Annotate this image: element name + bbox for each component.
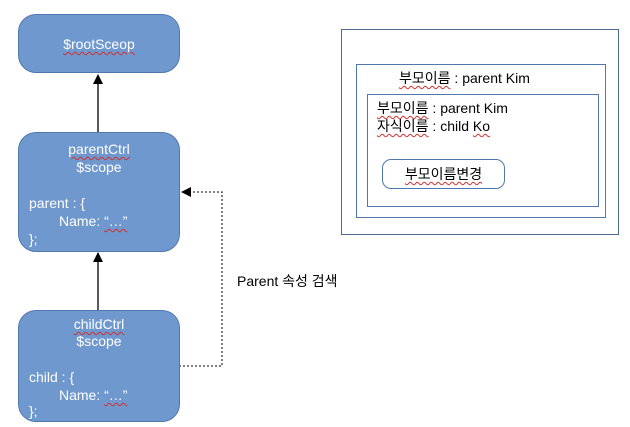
parent-code-key: Name: — [59, 213, 105, 229]
child-code-close: }; — [29, 403, 38, 419]
child-code-value: “…” — [104, 387, 128, 403]
child-view-child-value: : child — [428, 118, 473, 134]
child-view-parent-line: 부모이름 : parent Kim — [377, 98, 508, 118]
parent-view-name-line: 부모이름 : parent Kim — [399, 68, 530, 88]
parent-view-frame: 부모이름 : parent Kim 부모이름 : parent Kim 자식이름… — [356, 64, 606, 218]
child-code-open: child : { — [29, 369, 75, 385]
child-ctrl-node: childCtrl $scope child : { Name: “…” }; — [18, 310, 180, 422]
parent-ctrl-title: parentCtrl — [68, 141, 130, 157]
child-view-frame: 부모이름 : parent Kim 자식이름 : child Ko 부모이름변경 — [367, 94, 599, 207]
change-parent-name-button[interactable]: 부모이름변경 — [382, 159, 505, 189]
parent-code-open: parent : { — [29, 195, 86, 211]
parent-code-name-line: Name: “…” — [59, 212, 127, 230]
child-view-parent-key: 부모이름 — [377, 100, 429, 116]
child-view-child-key: 자식이름 — [377, 118, 429, 134]
root-scope-node: $rootSceop — [18, 14, 180, 73]
child-code-key: Name: — [59, 387, 105, 403]
root-scope-label: $rootSceop — [63, 36, 135, 52]
child-ctrl-subtitle: $scope — [76, 333, 122, 349]
lookup-path-dotted — [179, 187, 223, 367]
child-view-child-value-ko: Ko — [472, 118, 491, 134]
parent-ctrl-subtitle: $scope — [76, 159, 122, 175]
parent-ctrl-node: parentCtrl $scope parent : { Name: “…” }… — [18, 132, 180, 252]
parent-lookup-label: Parent 속성 검색 — [237, 273, 338, 289]
parent-code-value: “…” — [104, 213, 128, 229]
parent-name-value: : parent Kim — [450, 70, 530, 86]
parent-code-close: }; — [29, 231, 38, 247]
child-view-parent-value: : parent Kim — [428, 100, 508, 116]
ui-outer-frame: 부모이름 : parent Kim 부모이름 : parent Kim 자식이름… — [341, 29, 619, 235]
child-code-name-line: Name: “…” — [59, 386, 127, 404]
child-view-child-line: 자식이름 : child Ko — [377, 116, 490, 136]
parent-name-key: 부모이름 — [399, 70, 451, 86]
child-ctrl-title: childCtrl — [73, 316, 125, 332]
change-parent-name-label: 부모이름변경 — [404, 166, 483, 182]
